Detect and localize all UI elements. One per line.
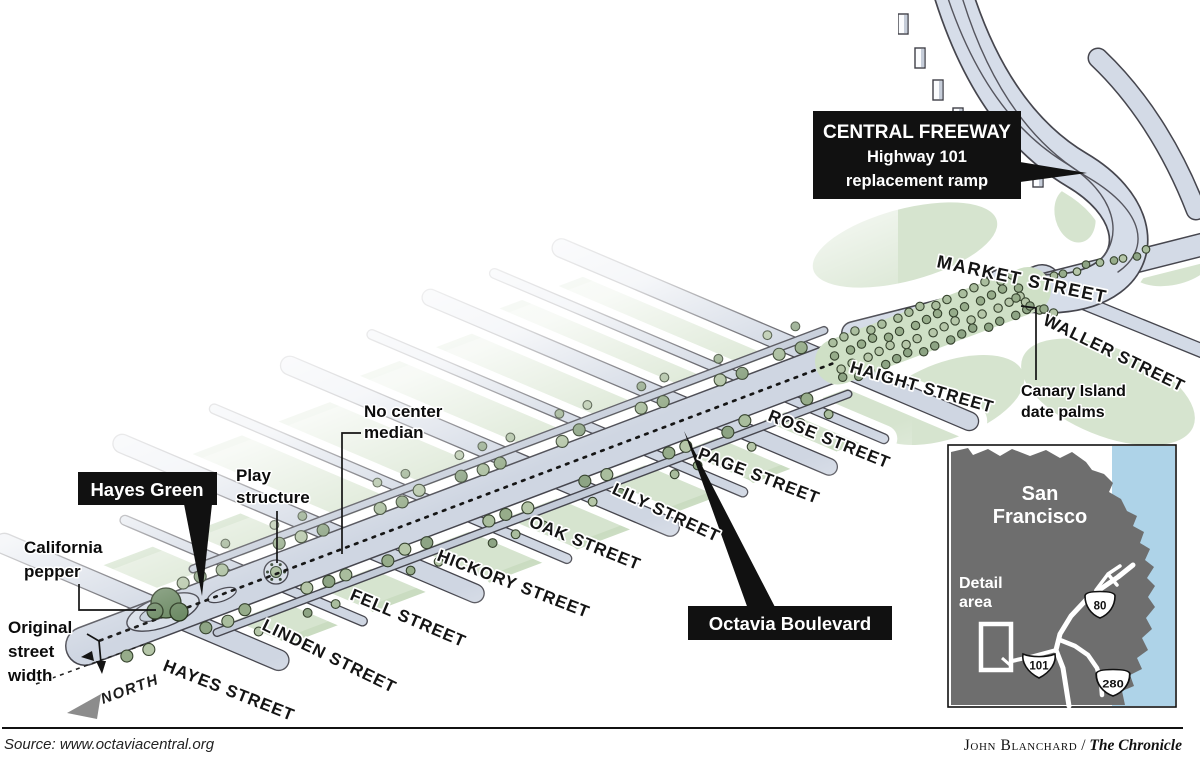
callout-hayes-green: Hayes Green (78, 472, 217, 505)
inset-city-label-1: San (1022, 483, 1059, 505)
original-width-arrow-down (96, 661, 106, 674)
inset-shield-80: 80 (1084, 590, 1116, 619)
callout-hayes-green-box (78, 472, 217, 505)
inset-city-label-2: Francisco (993, 506, 1087, 528)
leader-original-width (86, 633, 102, 664)
inset-shield-101-number: 101 (1029, 661, 1049, 673)
label-play-structure-2: structure (236, 488, 310, 507)
leader-no-center-median (341, 432, 361, 554)
label-play-structure-1: Play (236, 466, 272, 485)
inset-city-silhouette (951, 448, 1155, 705)
label-california-pepper-2: pepper (24, 562, 81, 581)
callout-octavia-boulevard: Octavia Boulevard (688, 606, 892, 640)
inset-shield-101: 101 (1021, 652, 1057, 679)
label-original-width-2: street (8, 642, 55, 661)
pointer-central-freeway (1020, 162, 1087, 182)
byline-name: John Blanchard (964, 737, 1078, 754)
byline-separator: / (1077, 737, 1089, 754)
callout-central-freeway-line2: Highway 101 (867, 148, 967, 166)
annotations: No center median Play structure Californ… (6, 382, 1128, 687)
inset-detail-pointer (1001, 656, 1011, 667)
north-arrow-head (67, 694, 101, 719)
callout-central-freeway-line1: CENTRAL FREEWAY (823, 122, 1011, 143)
inset-road-spur (1094, 564, 1122, 592)
source-credit: Source: www.octaviacentral.org (4, 736, 215, 753)
byline-credit: John Blanchard / The Chronicle (964, 737, 1182, 754)
callout-octavia-boulevard-box (688, 606, 892, 640)
leader-lines (78, 305, 1037, 664)
byline-publication: The Chronicle (1089, 737, 1182, 754)
inset-shield-280-number: 280 (1102, 677, 1124, 690)
callout-central-freeway-box (813, 111, 1021, 199)
inset-shield-280: 280 (1095, 668, 1131, 697)
label-original-width-1: Original (8, 618, 72, 637)
label-canary-palms-2: date palms (1021, 404, 1105, 421)
callout-octavia-boulevard-label: Octavia Boulevard (709, 613, 871, 634)
inset-shield-80-number: 80 (1094, 601, 1107, 613)
label-california-pepper-1: California (24, 538, 103, 557)
original-width-arrow-left (81, 651, 94, 661)
pointer-hayes-green (184, 504, 212, 596)
callout-central-freeway: CENTRAL FREEWAY Highway 101 replacement … (813, 111, 1021, 199)
label-no-center-median-2: median (364, 423, 424, 442)
pointer-octavia-boulevard (684, 431, 776, 609)
callout-central-freeway-line3: replacement ramp (846, 172, 988, 190)
label-no-center-median-1: No center (364, 402, 443, 421)
leader-california-pepper (78, 584, 156, 611)
inset-map: San Francisco Detail area 80 101 280 (947, 444, 1177, 709)
footer: Source: www.octaviacentral.org John Blan… (2, 727, 1183, 754)
label-canary-palms-1: Canary Island (1021, 383, 1126, 400)
inset-detail-area-box (978, 621, 1014, 673)
leader-canary-palms (1020, 305, 1037, 380)
inset-detail-label-1: Detail (959, 575, 1003, 592)
inset-detail-label-2: area (959, 594, 992, 611)
label-original-width-3: width (7, 666, 52, 685)
callout-hayes-green-label: Hayes Green (90, 479, 203, 500)
